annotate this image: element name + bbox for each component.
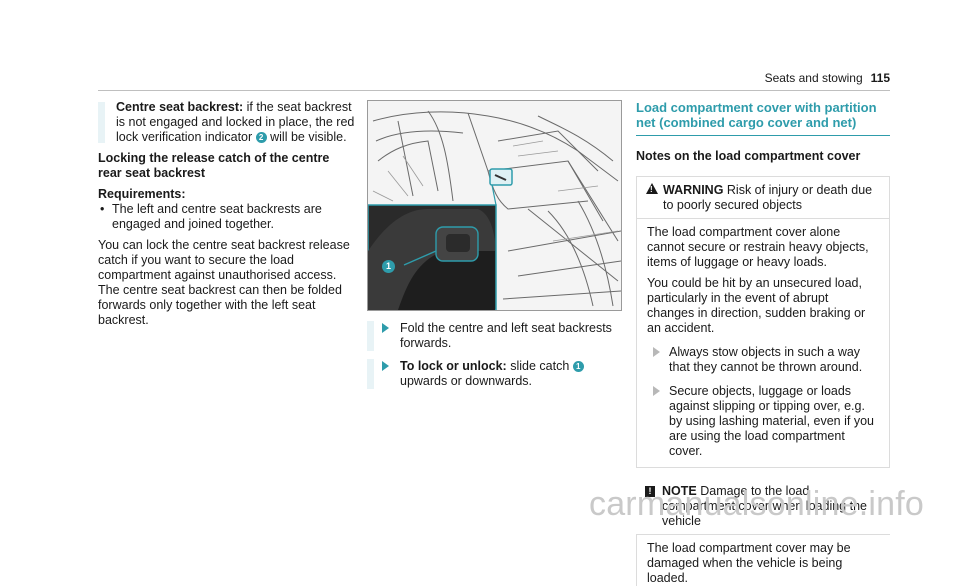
warning-header: ! WARNING Risk of injury or death due to… xyxy=(637,177,889,219)
step-2-label: To lock or unlock: xyxy=(400,359,507,373)
step-arrow-icon xyxy=(382,323,389,333)
figure-callout-1: 1 xyxy=(382,260,395,273)
step-lock-unlock: To lock or unlock: slide catch 1 upwards… xyxy=(367,359,621,389)
watermark: carmanualsonline.info xyxy=(589,485,924,523)
step-arrow-icon xyxy=(382,361,389,371)
warning-step-secure: Secure objects, luggage or loads against… xyxy=(647,384,879,459)
step-arrow-icon xyxy=(653,386,660,396)
intro-text-2: will be visible. xyxy=(266,130,347,144)
warning-label: WARNING xyxy=(663,183,724,197)
warning-step-1: Always stow objects in such a way that t… xyxy=(669,345,863,374)
step-arrow-icon xyxy=(653,347,660,357)
section-name: Seats and stowing xyxy=(764,71,863,85)
column-left: Centre seat backrest: if the seat backre… xyxy=(98,100,356,328)
warning-head: Risk of injury or death due to poorly se… xyxy=(663,183,873,212)
note-body: The load compartment cover may be damage… xyxy=(636,535,890,586)
page-number: 115 xyxy=(870,71,890,85)
warning-body-1: The load compartment cover alone cannot … xyxy=(647,225,869,269)
note-label: NOTE xyxy=(662,484,697,498)
step-2-text-2: upwards or downwards. xyxy=(400,374,533,388)
intro-text-1: if the seat backrest is not engaged and … xyxy=(116,100,355,144)
note-head: Damage to the load compartment cover whe… xyxy=(662,484,867,528)
callout-1: 1 xyxy=(572,361,584,372)
column-middle: 1 Fold the centre and left seat backrest… xyxy=(367,100,622,389)
section-title: Load compartment cover with partition ne… xyxy=(636,100,890,136)
requirement-item: The left and centre seat backrests are e… xyxy=(98,202,356,232)
notes-heading: Notes on the load compartment cover xyxy=(636,149,861,163)
step-2-text-1: slide catch xyxy=(506,359,573,373)
locking-heading: Locking the release catch of the centre … xyxy=(98,151,330,180)
step-1-text: Fold the centre and left seat backrests … xyxy=(400,321,612,350)
seat-illustration: 1 xyxy=(367,100,622,311)
column-right: Load compartment cover with partition ne… xyxy=(636,100,890,586)
requirements-label: Requirements: xyxy=(98,187,186,201)
warning-body: The load compartment cover alone cannot … xyxy=(637,219,889,467)
locking-body: You can lock the centre seat backrest re… xyxy=(98,238,350,327)
callout-2: 2 xyxy=(255,132,267,143)
warning-box: ! WARNING Risk of injury or death due to… xyxy=(636,176,890,468)
intro-label: Centre seat backrest: xyxy=(116,100,244,114)
warning-step-stow: Always stow objects in such a way that t… xyxy=(647,345,879,375)
seat-drawing xyxy=(368,101,621,310)
header-rule xyxy=(98,90,890,91)
centre-backrest-note: Centre seat backrest: if the seat backre… xyxy=(98,100,356,145)
note-exclamation-icon: ! xyxy=(645,486,655,497)
warning-step-2: Secure objects, luggage or loads against… xyxy=(669,384,874,458)
page-header: Seats and stowing 115 xyxy=(765,71,890,86)
warning-triangle-icon: ! xyxy=(646,183,658,194)
step-fold-backrests: Fold the centre and left seat backrests … xyxy=(367,321,621,351)
warning-body-2: You could be hit by an unsecured load, p… xyxy=(647,276,866,335)
note-body-text: The load compartment cover may be damage… xyxy=(647,541,851,585)
